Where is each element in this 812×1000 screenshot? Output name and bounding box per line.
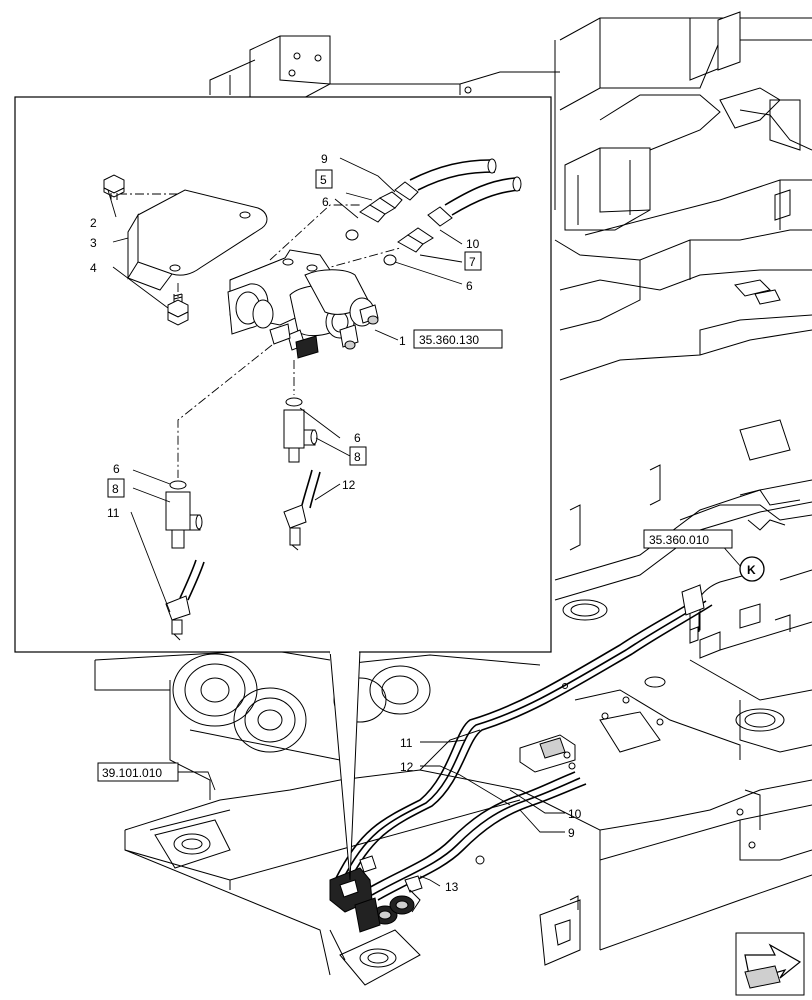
callout-1: 1	[399, 334, 406, 348]
fitting-5	[345, 191, 403, 241]
detail-inset	[14, 96, 552, 881]
callout-3: 3	[90, 236, 97, 250]
tee-fitting-left	[165, 480, 205, 641]
ref-solenoid: 35.360.130	[419, 333, 479, 347]
callout-8-right: 8	[354, 450, 361, 464]
callout-10-inset: 10	[466, 237, 480, 251]
fitting-7	[383, 227, 434, 266]
callout-4: 4	[90, 261, 97, 275]
upper-frame-structure	[209, 11, 812, 551]
reference-boxes: 35.360.130 39.101.010 35.360.010 K	[97, 329, 765, 782]
mounting-bracket	[127, 189, 268, 291]
callout-11: 11	[400, 736, 413, 750]
hose-routing	[334, 575, 743, 901]
ref-frame: 39.101.010	[102, 766, 162, 780]
callout-2: 2	[90, 216, 97, 230]
callout-6-inset-left: 6	[113, 462, 120, 476]
callout-8-left: 8	[112, 482, 119, 496]
callout-12: 12	[400, 760, 414, 774]
callout-7: 7	[469, 255, 476, 269]
screw-2	[103, 174, 125, 200]
view-direction-icon	[735, 932, 805, 996]
solenoid-valve	[227, 249, 379, 359]
hose-9-10	[394, 158, 522, 227]
callout-6-inset-right: 6	[466, 279, 473, 293]
machine-solenoid-valve	[329, 855, 423, 961]
callout-9: 9	[568, 826, 575, 840]
callout-6-inset-top: 6	[322, 195, 329, 209]
connector-k-label: K	[747, 563, 756, 577]
boxed-callouts: 5 7 8 8	[107, 169, 482, 498]
callout-10: 10	[568, 807, 582, 821]
lower-frame-structure	[94, 479, 812, 986]
tee-fitting-right	[283, 397, 321, 551]
callout-13: 13	[445, 880, 459, 894]
callout-12-inset: 12	[342, 478, 356, 492]
callout-9-inset: 9	[321, 152, 328, 166]
callout-5: 5	[320, 173, 327, 187]
callout-11-inset: 11	[107, 506, 120, 520]
callout-6-inset-mid: 6	[354, 431, 361, 445]
ref-connector: 35.360.010	[649, 533, 709, 547]
callouts: 2 3 4 9 6 10 6 1 6 12 6 11 11 12 10 9 13	[90, 152, 582, 894]
screw-4	[167, 293, 189, 326]
